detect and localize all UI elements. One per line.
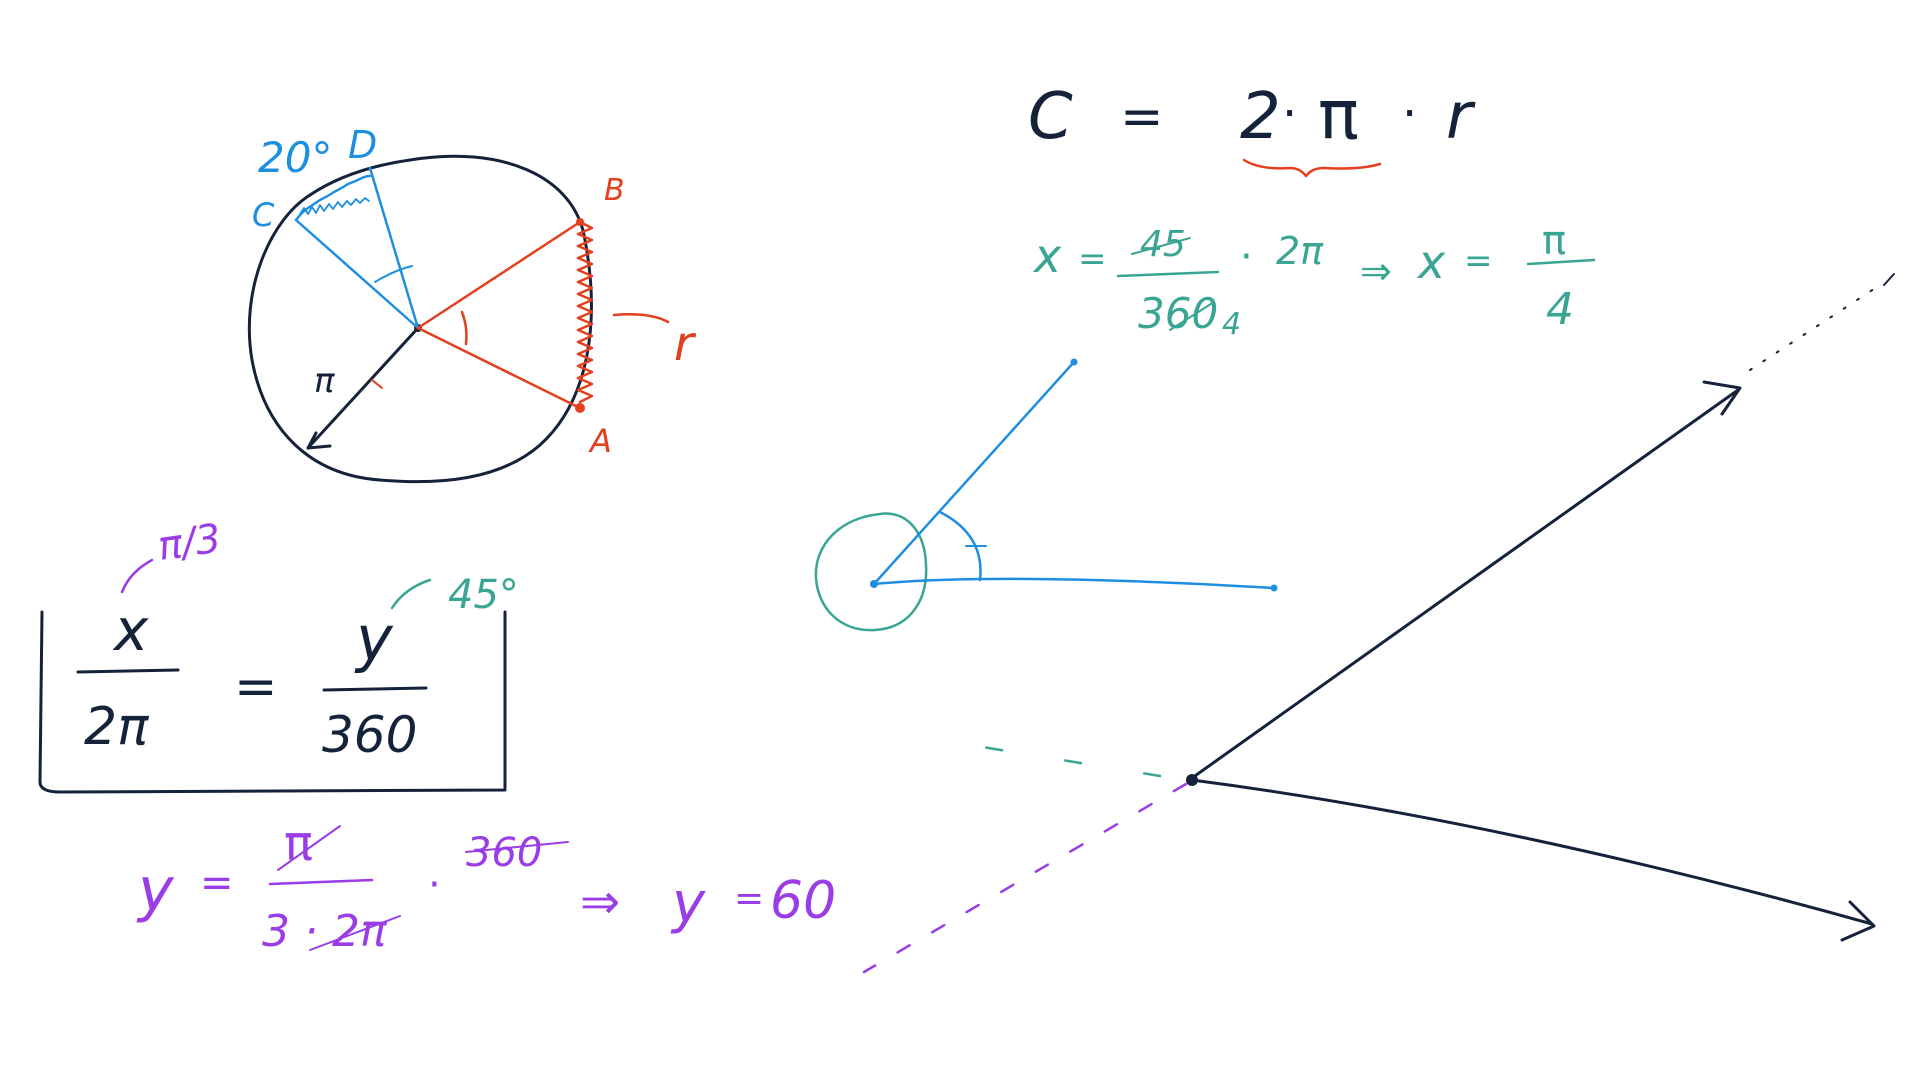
extension-dash-end — [1883, 273, 1895, 286]
red-radius-b — [416, 220, 582, 330]
large-angle-figure — [862, 273, 1895, 974]
main-circle — [247, 154, 593, 484]
upper-end-dot — [1070, 358, 1078, 366]
y-denominator: 3 · 2π — [262, 906, 388, 957]
blue-ray-upper — [872, 360, 1076, 586]
point-b-dot — [576, 218, 584, 226]
underbrace-2pi — [1242, 158, 1382, 178]
y-result: 60 — [770, 871, 836, 931]
arc-r-pointer — [612, 313, 670, 324]
vertex-dot — [870, 580, 878, 588]
x-den-sub: 4 — [1222, 307, 1241, 342]
x-result-den: 4 — [1546, 284, 1574, 335]
x-strike-num — [1131, 237, 1191, 255]
circumference-formula: C = 2 · π · r — [1028, 76, 1476, 178]
x-equals: = — [1078, 239, 1107, 279]
y-formula: y = π 3 · 2π · 360 ⇒ y = 60 — [136, 816, 836, 957]
blue-angle-arc — [938, 510, 982, 582]
x-implies: ⇒ — [1360, 249, 1392, 293]
dotted-extension-upper — [1749, 284, 1881, 371]
point-c-label: C — [252, 196, 275, 234]
x-var: x — [1032, 229, 1062, 283]
lower-end-dot — [1270, 584, 1278, 592]
lower-arrow-ray — [1190, 778, 1874, 926]
blue-ray-lower — [872, 577, 1276, 590]
point-a-dot — [575, 403, 585, 413]
x-two-pi: 2π — [1276, 229, 1324, 273]
x-formula: x = 45 360 4 · 2π ⇒ x = π 4 — [1032, 218, 1596, 342]
y-equals: = — [200, 860, 234, 906]
point-a-label: A — [588, 422, 612, 460]
y-strike-mult — [465, 841, 569, 853]
teal-dashed-horizontal — [962, 742, 1162, 778]
angle-20-label: 20° — [258, 133, 332, 182]
vertex-point — [1186, 774, 1198, 786]
radius-label: π — [314, 361, 335, 401]
y-strike-num — [277, 825, 341, 871]
teal-vertex-circle — [814, 512, 928, 632]
formula-box — [38, 610, 507, 794]
c-symbol: C — [1028, 80, 1073, 154]
y-var: y — [136, 855, 175, 925]
upper-arrowhead — [1702, 380, 1742, 416]
y-strike-den — [309, 915, 401, 951]
annotation-pi-3-pointer — [120, 558, 154, 594]
r-symbol: r — [1446, 80, 1476, 154]
x-times: · — [1240, 234, 1253, 280]
red-angle-mark — [460, 310, 468, 346]
upper-arrow-ray — [1190, 388, 1740, 780]
x-numerator-box: x — [112, 596, 149, 664]
annotation-pi-over-3: π/3 — [155, 516, 224, 570]
radius-arrowhead — [306, 431, 332, 450]
left-fraction-bar — [76, 668, 180, 674]
x-result-bar — [1526, 258, 1596, 266]
y-implies: ⇒ — [580, 874, 620, 930]
right-fraction-bar — [322, 686, 428, 692]
boxed-proportion: π/3 45° x 2π = y 360 — [38, 516, 519, 794]
two-digit: 2 — [1240, 80, 1281, 154]
x-var-2: x — [1416, 235, 1446, 289]
blue-radius-c — [294, 218, 420, 330]
blue-arc-cd — [294, 174, 372, 222]
lower-arrowhead — [1840, 900, 1876, 942]
point-b-label: B — [604, 173, 625, 208]
annotation-45-pointer — [390, 578, 432, 610]
point-d-label: D — [348, 123, 377, 167]
blue-angle-figure — [814, 358, 1278, 632]
red-arc-zigzag — [576, 220, 594, 404]
two-pi-denominator: 2π — [84, 697, 149, 757]
y-multiplier: 360 — [466, 830, 542, 876]
x-fraction-bar — [1116, 270, 1220, 278]
circle-diagram: 20° D C B A π r — [247, 123, 697, 484]
blue-arc-zigzag — [299, 197, 370, 215]
y-var-2: y — [670, 871, 706, 936]
annotation-45-deg: 45° — [448, 572, 519, 618]
y-numerator-box: y — [354, 602, 394, 675]
pi-symbol: π — [1318, 76, 1359, 155]
360-denominator: 360 — [322, 706, 417, 764]
x-strike-den — [1169, 301, 1215, 331]
y-equals-2: = — [734, 878, 764, 919]
radius-line — [306, 326, 420, 450]
dot-1: · — [1282, 86, 1297, 142]
y-times: · — [428, 862, 441, 908]
x-result-num: π — [1542, 218, 1566, 264]
y-fraction-bar — [268, 878, 374, 886]
equals-sign: = — [1120, 87, 1164, 147]
x-equals-2: = — [1464, 241, 1493, 281]
blue-angle-mark — [374, 265, 413, 283]
x-denominator: 360 — [1138, 289, 1218, 338]
radius-tick — [371, 379, 383, 389]
purple-dashed-extension — [862, 782, 1188, 974]
blue-radius-d — [368, 166, 420, 330]
dot-2: · — [1402, 86, 1417, 142]
arc-r-label: r — [674, 316, 697, 372]
red-radius-a — [416, 326, 582, 410]
box-equals: = — [234, 657, 278, 717]
